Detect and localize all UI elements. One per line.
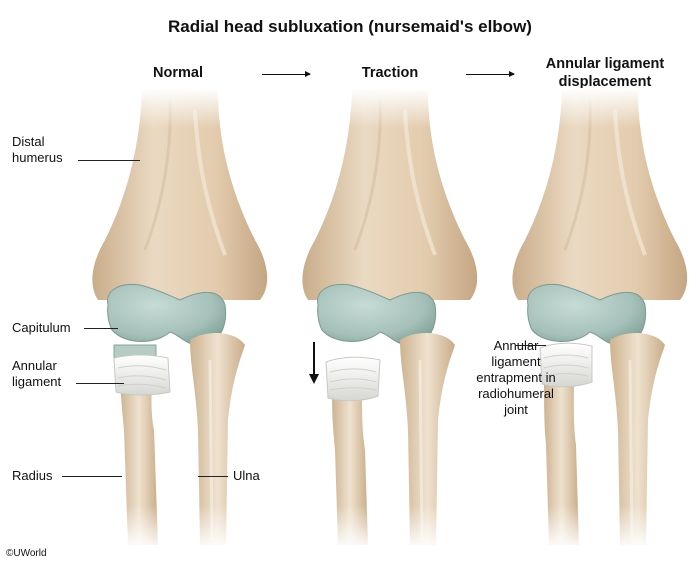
stage-traction-label: Traction (361, 65, 419, 81)
stage-displacement-line2: displacement (558, 74, 652, 90)
stage-displacement-line1: Annular ligament (545, 56, 665, 72)
label-distal-humerus-line2: humerus (12, 150, 63, 165)
label-annular-ligament: Annular ligament (12, 358, 61, 390)
panel-displacement (510, 88, 690, 547)
label-entrapment: Annular ligament entrapment in radiohume… (470, 338, 562, 418)
stage-arrow-2 (466, 71, 515, 77)
leader-entrapment (516, 345, 546, 346)
label-annular-ligament-line1: Annular (12, 358, 57, 373)
label-distal-humerus: Distal humerus (12, 134, 63, 166)
panel-traction (300, 88, 480, 547)
label-entrapment-line4: radiohumeral (478, 386, 554, 401)
label-entrapment-line1: Annular (493, 338, 539, 353)
leader-ulna (198, 476, 228, 477)
label-radius: Radius (12, 468, 53, 483)
label-distal-humerus-line1: Distal (12, 134, 45, 149)
label-annular-ligament-line2: ligament (12, 374, 62, 389)
stage-displacement-label: Annular ligament displacement (530, 55, 680, 91)
leader-distal-humerus (78, 160, 140, 161)
label-entrapment-line2: ligament (491, 354, 541, 369)
label-capitulum: Capitulum (12, 320, 71, 335)
label-entrapment-line3: entrapment in (476, 370, 556, 385)
panel-normal (90, 88, 270, 547)
leader-annular-ligament (76, 383, 124, 384)
stage-normal-label: Normal (153, 65, 203, 81)
copyright: ©UWorld (6, 548, 47, 559)
leader-radius (62, 476, 122, 477)
leader-capitulum (84, 328, 118, 329)
label-ulna: Ulna (233, 468, 260, 483)
stage-arrow-1 (262, 71, 311, 77)
traction-arrow-head (309, 374, 319, 384)
diagram-title: Radial head subluxation (nursemaid's elb… (168, 17, 532, 36)
label-entrapment-line5: joint (504, 402, 528, 417)
